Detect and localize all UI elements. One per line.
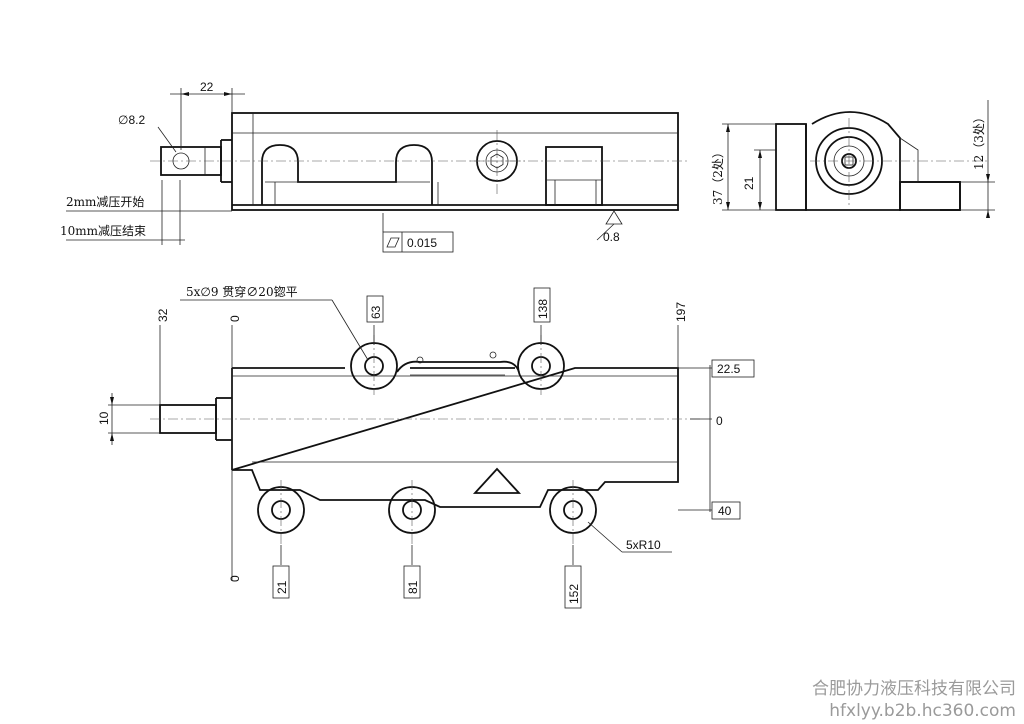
side-hatch-left xyxy=(775,123,807,211)
dim-152: 152 xyxy=(567,584,581,604)
note-relief-start: 2mm减压开始 xyxy=(66,195,144,209)
watermark: 合肥协力液压科技有限公司 hfxlyy.b2b.hc360.com xyxy=(812,678,1016,722)
dim-dia-8-2: ∅8.2 xyxy=(118,113,145,127)
dim-197: 197 xyxy=(674,302,688,322)
dim-0-top: 0 xyxy=(228,315,242,322)
dim-63: 63 xyxy=(369,305,383,319)
dim-32: 32 xyxy=(156,308,170,322)
dim-81: 81 xyxy=(406,580,420,594)
dim-21-side: 21 xyxy=(742,176,756,190)
dim-0-right: 0 xyxy=(716,414,723,428)
v-notch xyxy=(472,467,522,494)
radius-note: 5xR10 xyxy=(626,538,661,552)
top-view: 22 ∅8.2 2mm减压开始 10mm减压结束 0.015 0.8 xyxy=(60,80,690,253)
dim-40: 40 xyxy=(718,504,732,518)
top-body-outline xyxy=(231,112,679,211)
note-relief-end: 10mm减压结束 xyxy=(60,224,146,238)
dim-12: 12（3处） xyxy=(972,111,986,170)
dim-22: 22 xyxy=(200,80,214,94)
front-view: 32 0 63 138 197 5x∅9 贯穿∅20锪平 22.5 0 40 1… xyxy=(97,284,755,609)
side-view: 37（2处） 21 12（3处） xyxy=(711,100,995,218)
flatness-value: 0.015 xyxy=(407,236,437,250)
dim-10: 10 xyxy=(97,411,111,425)
dim-138: 138 xyxy=(536,299,550,319)
dim-0-bottom: 0 xyxy=(228,575,242,582)
dim-21-bottom: 21 xyxy=(275,580,289,594)
dim-37: 37（2处） xyxy=(711,146,725,205)
company-site: hfxlyy.b2b.hc360.com xyxy=(829,701,1016,721)
top-pocket xyxy=(545,146,603,206)
hole-note: 5x∅9 贯穿∅20锪平 xyxy=(186,284,298,299)
front-body-outline xyxy=(231,367,679,508)
dim-22-5: 22.5 xyxy=(717,362,741,376)
top-slot-outline xyxy=(261,144,433,205)
roughness-value: 0.8 xyxy=(603,230,620,244)
flatness-frame xyxy=(382,231,454,253)
company-name: 合肥协力液压科技有限公司 xyxy=(812,679,1016,699)
